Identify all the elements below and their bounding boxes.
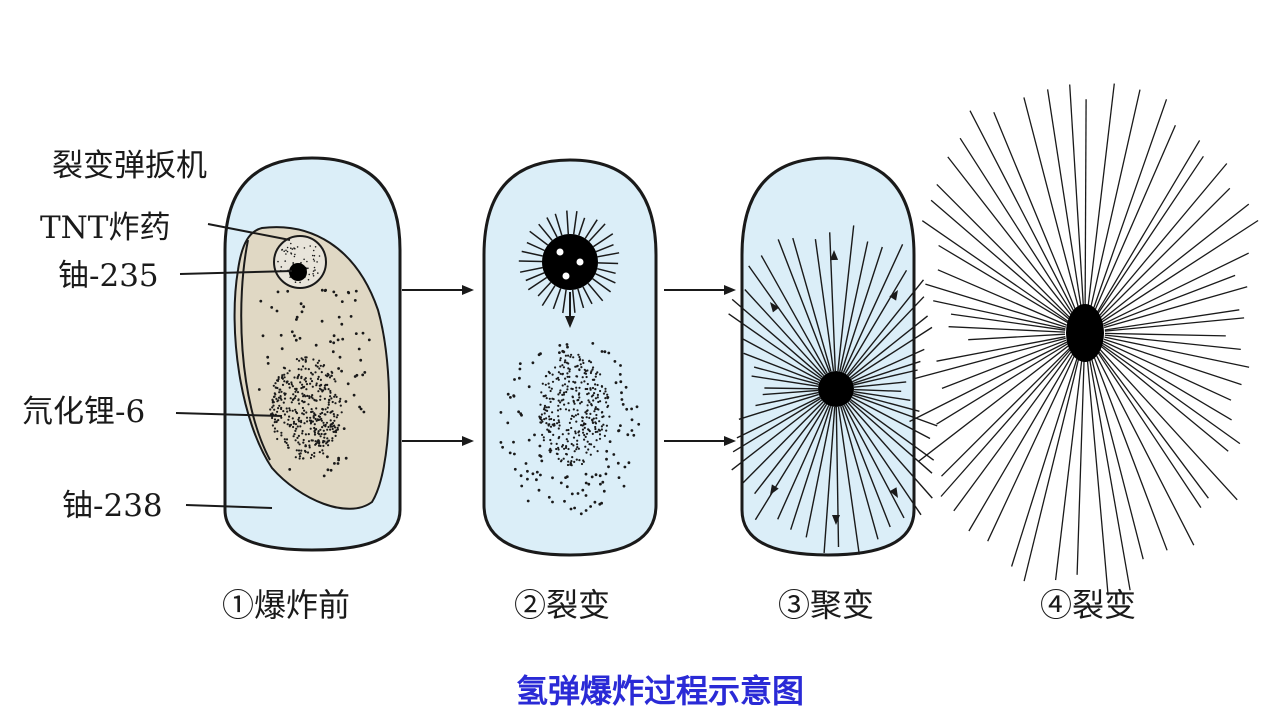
- caption-stage-3: ③聚变: [778, 586, 874, 624]
- leader-li6d: [175, 412, 283, 417]
- leader-u235: [179, 270, 293, 275]
- leader-u238: [185, 504, 273, 509]
- lithium-deuteride-body: [233, 226, 391, 510]
- fuel-particles-1: [257, 288, 371, 478]
- stage-2-bomb: ②裂变: [482, 158, 658, 624]
- fusion-rays: [728, 225, 938, 555]
- label-u235: 铀-235: [58, 258, 159, 294]
- diagram-title: 氢弹爆炸过程示意图: [516, 672, 804, 710]
- tnt-sphere: [273, 235, 327, 289]
- label-u238: 铀-238: [62, 488, 163, 524]
- stage-4-explosion: ④裂变: [909, 83, 1259, 624]
- fission-burst-rays: [518, 210, 620, 314]
- fusion-fuel-edge: [240, 239, 271, 461]
- stage-3-bomb: ③聚变: [728, 156, 938, 624]
- label-tnt: TNT炸药: [40, 210, 170, 246]
- caption-stage-4: ④裂变: [1040, 586, 1136, 624]
- caption-stage-2: ②裂变: [514, 586, 610, 624]
- caption-stage-1: ①爆炸前: [222, 586, 350, 624]
- label-fission-trigger: 裂变弹扳机: [52, 148, 207, 184]
- dense-fuel-core-1: [269, 356, 343, 460]
- explosion-core: [1066, 304, 1104, 362]
- leader-tnt: [207, 223, 291, 241]
- explosion-rays: [909, 83, 1259, 596]
- uranium-235-core: [289, 263, 307, 281]
- expansion-arrows: [770, 250, 898, 525]
- arrows-2-3: [664, 285, 736, 446]
- fission-fireball: [542, 234, 598, 290]
- label-li6d: 氘化锂-6: [22, 394, 145, 430]
- arrows-1-2: [402, 285, 474, 446]
- dense-fuel-core-2: [538, 353, 611, 467]
- stage-1-bomb: 裂变弹扳机 TNT炸药 铀-235 氘化锂-6 铀-238 ①爆炸前: [22, 148, 402, 624]
- fusion-core: [818, 371, 854, 407]
- fuel-particles-2: [499, 342, 641, 516]
